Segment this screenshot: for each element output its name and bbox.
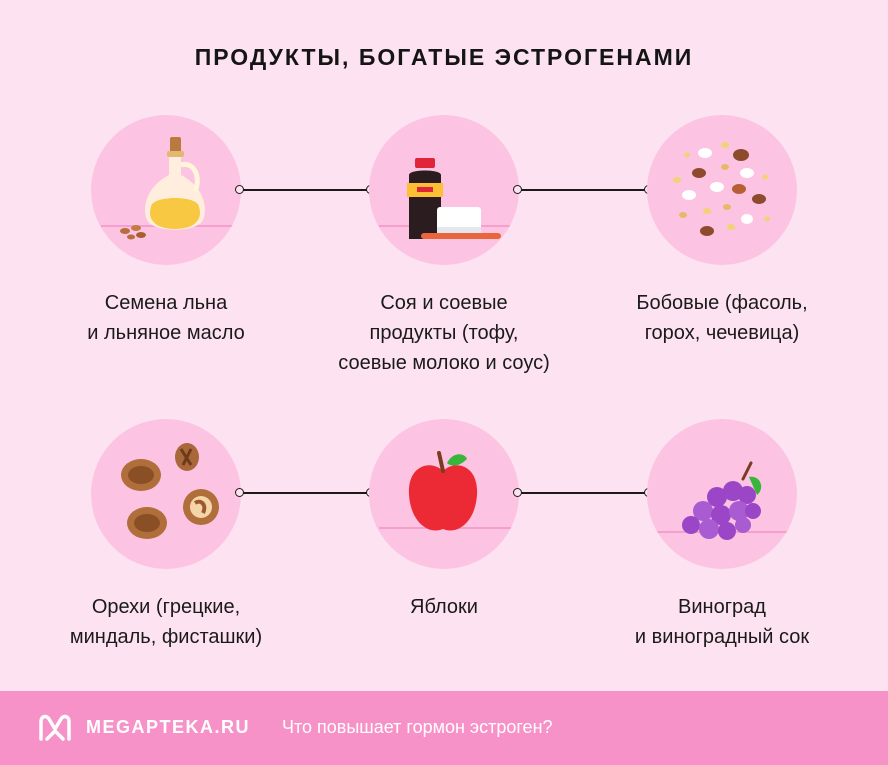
grapes-circle — [647, 419, 797, 569]
flax-oil-label: Семена льна и льняное масло — [87, 292, 245, 344]
flax-oil-circle — [91, 115, 241, 265]
footer-bar: MEGAPTEKA.RU Что повышает гормон эстроге… — [0, 691, 888, 765]
page-title: ПРОДУКТЫ, БОГАТЫЕ ЭСТРОГЕНАМИ — [194, 44, 694, 70]
nuts-label: Орехи (грецкие, миндаль, фисташки) — [69, 596, 263, 648]
legumes-icon — [673, 142, 770, 236]
nuts-icon — [121, 443, 219, 539]
grapes-label: Виноград и виноградный сок — [634, 596, 810, 648]
footer-question: Что повышает гормон эстроген? — [282, 717, 553, 737]
legumes-circle — [647, 115, 797, 265]
legumes-label: Бобовые (фасоль, горох, чечевица) — [636, 292, 808, 344]
connector-line — [235, 488, 375, 498]
connector-line — [235, 185, 375, 195]
connector-line — [513, 488, 653, 498]
brand-name[interactable]: MEGAPTEKA.RU — [86, 717, 251, 737]
apple-circle — [369, 419, 519, 569]
megapteka-logo-icon[interactable] — [38, 713, 72, 743]
apple-icon — [379, 451, 519, 531]
soy-products-icon — [379, 158, 519, 239]
soy-products-circle — [369, 115, 519, 265]
flax-oil-icon — [101, 137, 241, 240]
grapes-icon — [657, 461, 797, 540]
connector-line — [513, 185, 653, 195]
apple-label: Яблоки — [410, 596, 478, 618]
soy-products-label: Соя и соевые продукты (тофу, соевые моло… — [338, 292, 550, 374]
nuts-circle — [91, 419, 241, 569]
